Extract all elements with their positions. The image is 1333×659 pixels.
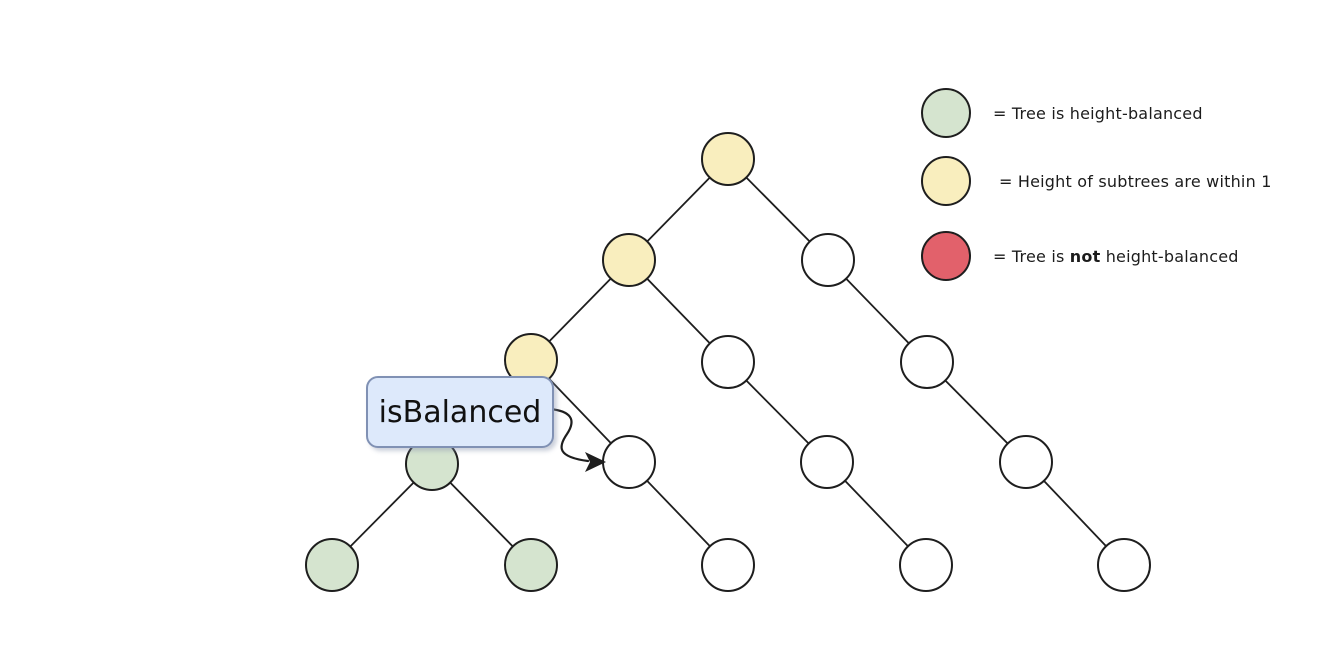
tree-node-n2 — [602, 233, 656, 287]
tree-node-n6 — [900, 335, 954, 389]
tree-node-n11 — [305, 538, 359, 592]
tree-node-n3 — [801, 233, 855, 287]
legend-text-bold: not — [1069, 246, 1101, 266]
tree-node-n14 — [899, 538, 953, 592]
red-circle-icon — [921, 231, 971, 281]
legend-text-part: = Height of subtrees are within 1 — [999, 171, 1272, 191]
tree-node-n1 — [701, 132, 755, 186]
legend: = Tree is height-balanced = Height of su… — [921, 88, 1321, 281]
tree-node-n12 — [504, 538, 558, 592]
legend-text-part: = Tree is — [993, 246, 1070, 266]
legend-text-part: = Tree is — [993, 103, 1070, 123]
legend-text-part: height-balanced — [1100, 246, 1239, 266]
tree-node-n10 — [999, 435, 1053, 489]
label-arrow — [548, 407, 590, 463]
isbalanced-label-text: isBalanced — [378, 394, 542, 430]
label-arrowhead-icon — [585, 452, 606, 472]
tree-node-n9 — [800, 435, 854, 489]
tree-node-n5 — [701, 335, 755, 389]
tree-node-n13 — [701, 538, 755, 592]
legend-text-not-height-balanced: = Tree is not height-balanced — [993, 247, 1239, 266]
green-circle-icon — [921, 88, 971, 138]
isbalanced-label: isBalanced — [366, 376, 554, 448]
legend-text-height-balanced: = Tree is height-balanced — [993, 104, 1203, 123]
legend-text-part: height-balanced — [1069, 103, 1203, 123]
tree-node-n8 — [602, 435, 656, 489]
tree-node-n15 — [1097, 538, 1151, 592]
legend-item-subtrees-within-1: = Height of subtrees are within 1 — [921, 156, 1321, 206]
legend-item-height-balanced: = Tree is height-balanced — [921, 88, 1321, 138]
legend-text-subtrees-within-1: = Height of subtrees are within 1 — [993, 172, 1272, 191]
yellow-circle-icon — [921, 156, 971, 206]
legend-item-not-height-balanced: = Tree is not height-balanced — [921, 231, 1321, 281]
